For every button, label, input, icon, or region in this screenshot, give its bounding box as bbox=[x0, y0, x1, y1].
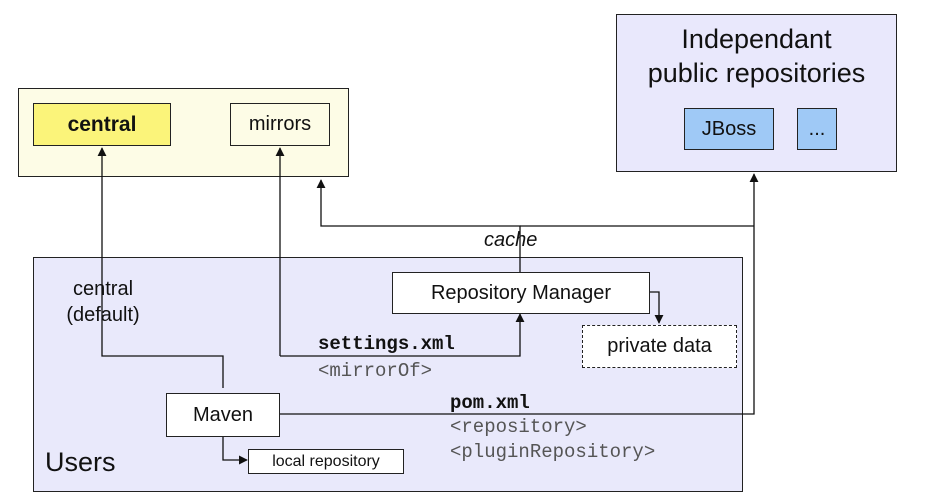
central-default-arrow bbox=[97, 147, 224, 388]
public-repositories-title-line1: Independant bbox=[681, 24, 832, 54]
plugin-repository-tag-label: <pluginRepository> bbox=[450, 441, 656, 463]
repository-manager-label: Repository Manager bbox=[430, 281, 612, 304]
local-repository-label: local repository bbox=[272, 452, 380, 470]
maven-label: Maven bbox=[192, 403, 254, 426]
public-repositories-title-line2: public repositories bbox=[647, 58, 866, 88]
settings-to-repo-manager-arrow bbox=[280, 313, 525, 357]
central-default-line2: (default) bbox=[66, 304, 140, 326]
local-repository-box: local repository bbox=[248, 449, 404, 474]
repo-badge-more: ... bbox=[797, 108, 837, 150]
local-repository-arrow bbox=[222, 437, 248, 465]
settings-xml-label: settings.xml bbox=[318, 333, 455, 355]
private-data-label: private data bbox=[607, 335, 712, 357]
repo-badge-more-label: ... bbox=[808, 117, 826, 140]
repo-badge-jboss-label: JBoss bbox=[701, 117, 757, 140]
public-repositories-title: Independant public repositories bbox=[616, 22, 897, 90]
cache-arrow bbox=[316, 179, 521, 272]
cache-label: cache bbox=[484, 229, 538, 251]
mirror-of-label: <mirrorOf> bbox=[318, 360, 433, 382]
maven-box: Maven bbox=[166, 393, 280, 437]
central-default-line1: central bbox=[72, 278, 134, 300]
repository-tag-label: <repository> bbox=[450, 416, 587, 438]
mirrors-box: mirrors bbox=[230, 103, 330, 146]
private-data-arrow bbox=[650, 291, 664, 324]
central-repository-label: central bbox=[67, 112, 137, 136]
pom-xml-label: pom.xml bbox=[450, 392, 530, 414]
central-default-label: central (default) bbox=[48, 276, 158, 328]
users-region-label: Users bbox=[45, 447, 116, 477]
repo-badge-jboss: JBoss bbox=[684, 108, 774, 150]
pom-to-public-arrow bbox=[280, 173, 759, 415]
repository-manager-box: Repository Manager bbox=[392, 272, 650, 314]
mirrors-label: mirrors bbox=[248, 113, 312, 135]
central-repository-box: central bbox=[33, 103, 171, 146]
private-data-box: private data bbox=[582, 325, 737, 368]
